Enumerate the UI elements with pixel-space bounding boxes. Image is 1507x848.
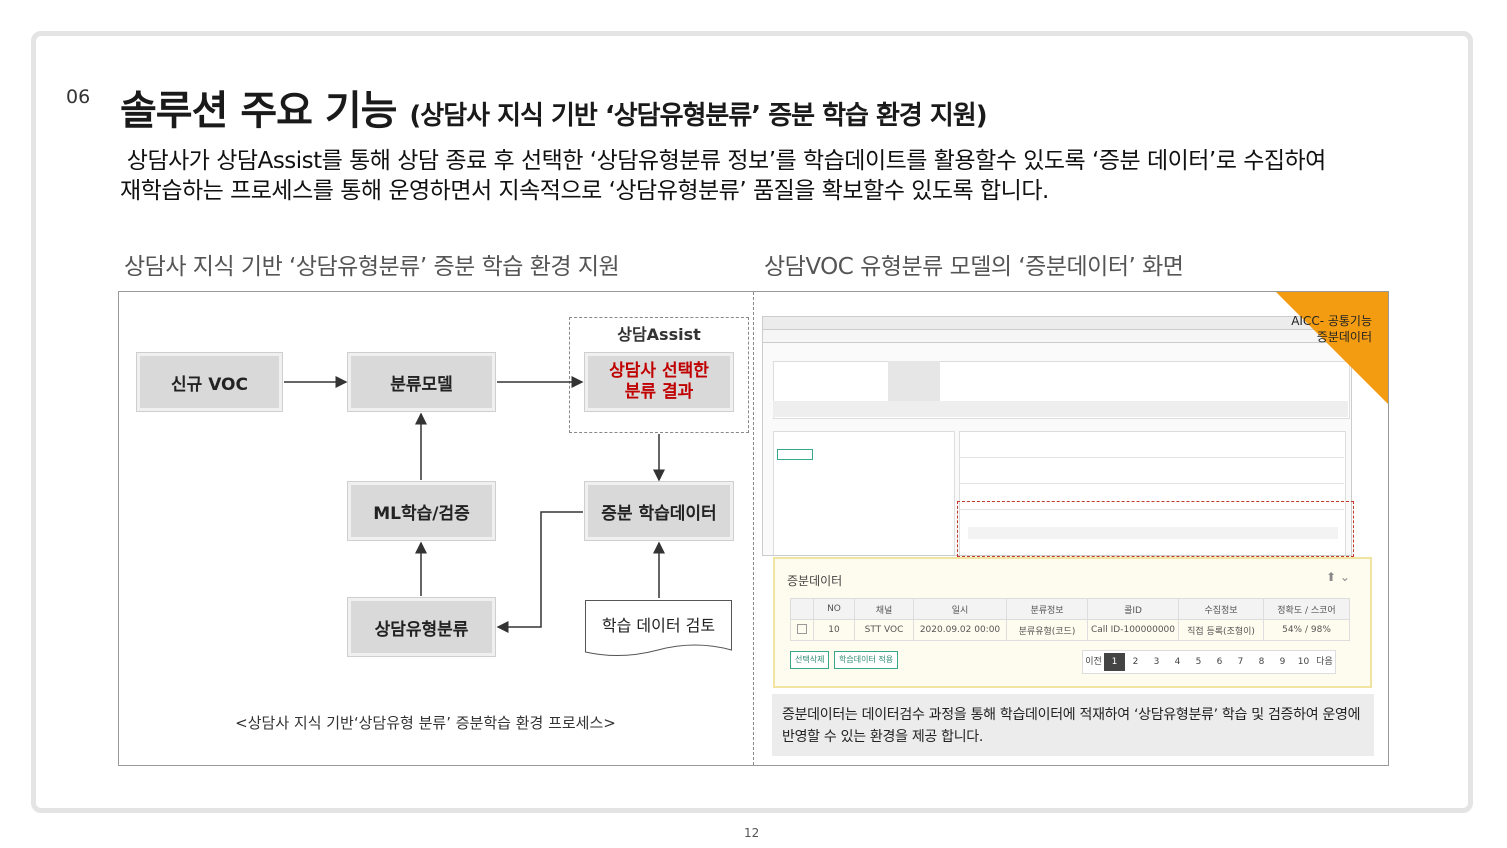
section-number: 06 <box>66 86 91 108</box>
consult-type-label: 상담유형분류 <box>374 619 469 640</box>
pager-next[interactable]: 다음 <box>1316 657 1333 667</box>
table-cell: STT VOC <box>854 619 914 641</box>
col-header <box>790 598 814 620</box>
zoom-panel-icons: ⬆ ⌄ <box>1326 570 1350 584</box>
content-panel <box>118 291 1389 766</box>
chevron-down-icon[interactable]: ⌄ <box>1339 570 1350 584</box>
table-cell: 직접 등록(조형이) <box>1178 619 1264 641</box>
col-header: 콜ID <box>1087 598 1179 620</box>
page-link[interactable]: 9 <box>1279 657 1286 667</box>
page-link[interactable]: 2 <box>1132 657 1139 667</box>
page-link[interactable]: 7 <box>1237 657 1244 667</box>
page-link[interactable]: 8 <box>1258 657 1265 667</box>
screenshot-divider <box>959 457 1344 458</box>
screenshot-divider <box>959 509 1344 510</box>
page-link[interactable]: 5 <box>1195 657 1202 667</box>
page-link[interactable]: 4 <box>1174 657 1181 667</box>
incremental-data-label: 증분 학습데이터 <box>601 503 717 524</box>
assist-group <box>569 317 749 433</box>
pager-prev[interactable]: 이전 <box>1085 657 1102 667</box>
slide-frame <box>31 31 1473 813</box>
data-review-label: 학습 데이터 검토 <box>601 616 716 635</box>
col-header: 채널 <box>854 598 914 620</box>
ribbon-corner <box>1276 292 1388 404</box>
page-title: 솔루션 주요 기능 (상담사 지식 기반 ‘상담유형분류’ 증분 학습 환경 지… <box>120 78 988 136</box>
screenshot-category-tree <box>773 431 955 555</box>
classify-model-label: 분류모델 <box>390 374 453 395</box>
apply-training-data-button[interactable]: 학습데이터 적용 <box>834 651 899 669</box>
description-line-2: 재학습하는 프로세스를 통해 운영하면서 지속적으로 ‘상담유형분류’ 품질을 … <box>120 178 1049 204</box>
table-row[interactable]: 10 STT VOC 2020.09.02 00:00 분류유형(코드) Cal… <box>790 619 1350 641</box>
right-heading: 상담VOC 유형분류 모델의 ‘증분데이터’ 화면 <box>764 254 1184 280</box>
highlight-box <box>957 501 1354 557</box>
upload-icon[interactable]: ⬆ <box>1326 570 1337 584</box>
new-voc-box: 신규 VOC <box>137 353 282 411</box>
table-header-row: NO 채널 일시 분류정보 콜ID 수집정보 정확도 / 스코어 <box>790 598 1350 620</box>
delete-selected-button[interactable]: 선택삭제 <box>790 651 830 669</box>
row-checkbox[interactable] <box>790 619 814 641</box>
screenshot-divider <box>959 483 1344 484</box>
col-header: 정확도 / 스코어 <box>1263 598 1350 620</box>
assist-label: 상담Assist <box>617 325 701 344</box>
ribbon-line-1: AICC- 공통기능 <box>1291 314 1372 328</box>
ml-training-label: ML학습/검증 <box>373 503 470 524</box>
title-main: 솔루션 주요 기능 <box>120 88 397 134</box>
explanation-note: 증분데이터는 데이터검수 과정을 통해 학습데이터에 적재하여 ‘상담유형분류’… <box>772 694 1374 756</box>
ribbon-line-2: 증분데이터 <box>1316 330 1372 344</box>
app-screenshot <box>762 316 1352 556</box>
page-link[interactable]: 10 <box>1297 657 1310 667</box>
screenshot-titlebar <box>763 317 1351 330</box>
page-number: 12 <box>744 826 760 840</box>
ml-training-box: ML학습/검증 <box>348 482 495 540</box>
document-shape <box>585 600 732 657</box>
col-header: NO <box>813 598 855 620</box>
page-link[interactable]: 1 <box>1104 653 1125 671</box>
incremental-data-table: NO 채널 일시 분류정보 콜ID 수집정보 정확도 / 스코어 10 STT … <box>790 598 1350 641</box>
col-header: 수집정보 <box>1178 598 1264 620</box>
pagination: 이전 1 2 3 4 5 6 7 8 9 10 다음 <box>1082 650 1336 674</box>
title-sub: (상담사 지식 기반 ‘상담유형분류’ 증분 학습 환경 지원) <box>409 101 987 131</box>
selected-result-box: 상담사 선택한 분류 결과 <box>585 353 733 411</box>
screenshot-info-footer <box>773 401 1348 417</box>
col-header: 분류정보 <box>1006 598 1088 620</box>
description: 상담사가 상담Assist를 통해 상담 종료 후 선택한 ‘상담유형분류 정보… <box>120 146 1326 206</box>
diagram-caption: <상담사 지식 기반‘상담유형 분류’ 증분학습 환경 프로세스> <box>235 714 616 732</box>
page-link[interactable]: 6 <box>1216 657 1223 667</box>
screenshot-addressbar <box>763 330 1351 343</box>
classify-model-box: 분류모델 <box>348 353 495 411</box>
table-cell: Call ID-100000000 <box>1087 619 1179 641</box>
new-voc-label: 신규 VOC <box>171 374 248 395</box>
table-cell: 분류유형(코드) <box>1006 619 1088 641</box>
panel-divider <box>753 292 754 765</box>
ribbon-label: AICC- 공통기능 증분데이터 <box>1282 313 1372 345</box>
zoom-panel-title: 증분데이터 <box>787 574 843 588</box>
screenshot-table-header <box>968 527 1338 539</box>
selected-result-label: 상담사 선택한 분류 결과 <box>609 361 709 402</box>
table-cell: 54% / 98% <box>1263 619 1350 641</box>
left-heading: 상담사 지식 기반 ‘상담유형분류’ 증분 학습 환경 지원 <box>124 254 620 280</box>
table-cell: 10 <box>813 619 855 641</box>
incremental-data-box: 증분 학습데이터 <box>585 482 733 540</box>
screenshot-info-cell <box>888 361 940 401</box>
description-line-1: 상담사가 상담Assist를 통해 상담 종료 후 선택한 ‘상담유형분류 정보… <box>120 148 1327 174</box>
consult-type-box: 상담유형분류 <box>348 598 495 656</box>
screenshot-tree-button <box>777 449 813 460</box>
page-link[interactable]: 3 <box>1153 657 1160 667</box>
col-header: 일시 <box>913 598 1007 620</box>
table-cell: 2020.09.02 00:00 <box>913 619 1007 641</box>
